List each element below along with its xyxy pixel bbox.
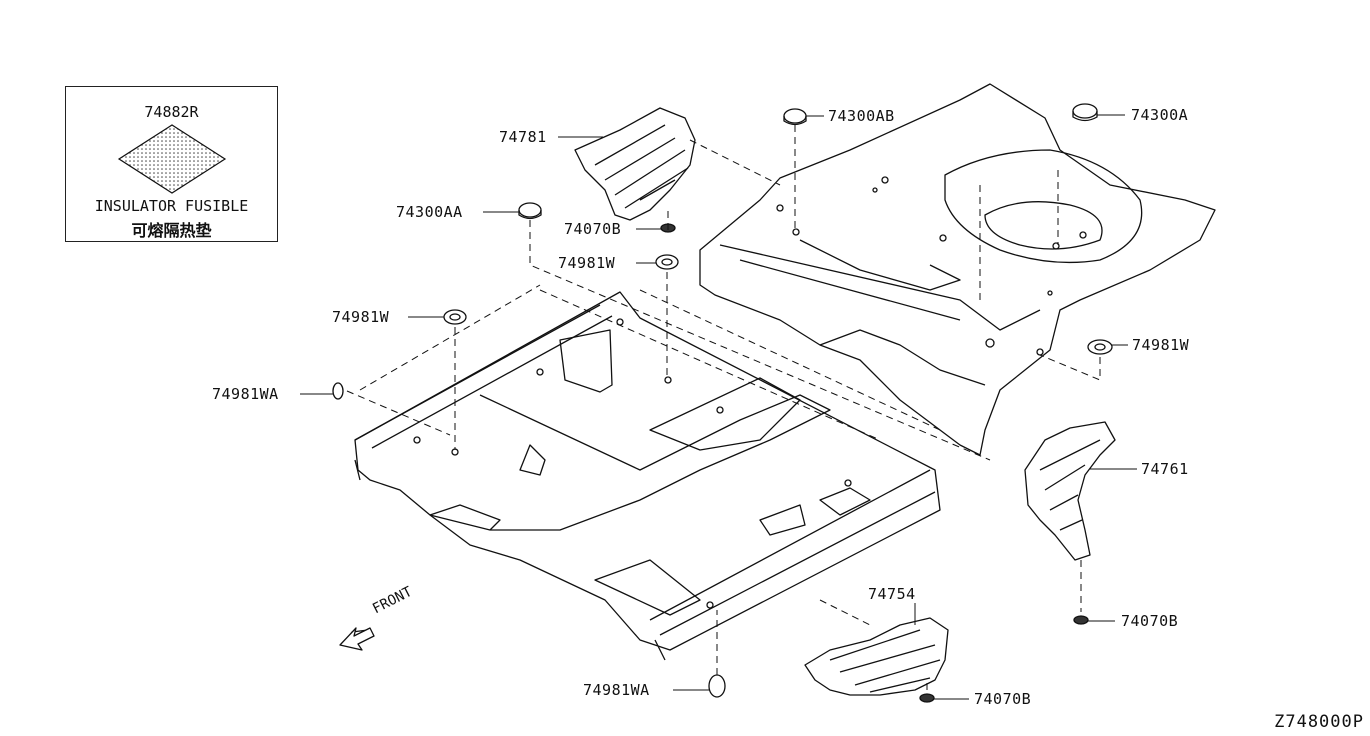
legend-label-en: INSULATOR FUSIBLE xyxy=(94,197,249,215)
insulator-legend-box: 74882R INSULATOR FUSIBLE 可熔隔热垫 xyxy=(65,86,278,242)
insulator-74754 xyxy=(804,617,949,696)
insulator-74761 xyxy=(1024,421,1116,561)
callout-74754: 74754 xyxy=(868,585,916,603)
grommets xyxy=(332,103,1113,703)
callout-74781: 74781 xyxy=(499,128,547,146)
callout-74300AA: 74300AA xyxy=(396,203,463,221)
callout-74070B-right: 74070B xyxy=(1121,612,1179,630)
callout-74981W-right: 74981W xyxy=(1132,336,1190,354)
callout-74761: 74761 xyxy=(1141,460,1189,478)
legend-label-zh: 可熔隔热垫 xyxy=(131,221,212,240)
legend-part-number: 74882R xyxy=(144,103,199,121)
insulator-74781 xyxy=(574,107,696,221)
leader-lines xyxy=(300,114,1137,700)
callout-74981WA-left: 74981WA xyxy=(212,385,279,403)
diagram-code: Z748000P xyxy=(1274,712,1364,732)
callout-74070B-top: 74070B xyxy=(564,220,622,238)
callout-74981W-mid: 74981W xyxy=(558,254,616,272)
reference-lines xyxy=(346,125,1101,690)
callout-74981WA-bottom: 74981WA xyxy=(583,681,650,699)
front-floor-panel xyxy=(354,291,941,661)
front-arrow-icon xyxy=(339,627,375,651)
callout-74300AB: 74300AB xyxy=(828,107,895,125)
callout-74300A: 74300A xyxy=(1131,106,1189,124)
insulator-pad-icon xyxy=(117,124,227,194)
rear-floor-panel xyxy=(699,83,1216,456)
callout-74070B-bottom: 74070B xyxy=(974,690,1032,708)
callout-74981W-left: 74981W xyxy=(332,308,390,326)
